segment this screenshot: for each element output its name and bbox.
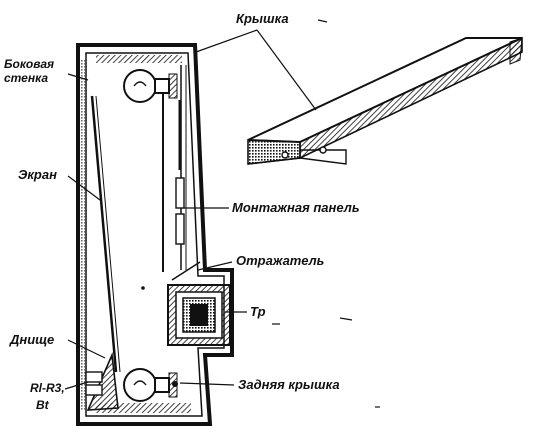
bottom-hatch <box>96 403 191 413</box>
lamp-bottom <box>123 368 178 402</box>
housing <box>76 43 234 426</box>
mounting-panel <box>162 65 187 272</box>
label-lid: Крышка <box>236 11 289 26</box>
label-screen: Экран <box>18 167 57 182</box>
lamp-top <box>123 69 178 103</box>
screen-panel <box>90 95 118 373</box>
transformer <box>167 284 231 346</box>
label-transformer: Тр <box>250 304 266 319</box>
side-wall-texture <box>80 60 85 410</box>
leader-lines <box>64 19 380 408</box>
housing-inner-wall <box>85 52 225 417</box>
lid <box>247 36 523 165</box>
reflector <box>171 261 201 281</box>
housing-outline <box>76 43 234 426</box>
back-cover-screw <box>172 381 178 387</box>
label-bottom: Днище <box>10 332 55 347</box>
label-rl-2: Bt <box>36 398 49 412</box>
top-hatch <box>96 55 182 63</box>
bottom-plate <box>85 351 119 411</box>
label-rl-1: Rl-R3, <box>30 381 65 395</box>
label-side-wall-1: Боковая <box>4 57 55 71</box>
label-reflector: Отражатель <box>236 253 325 268</box>
label-side-wall-2: стенка <box>4 71 49 85</box>
marker-dot <box>141 286 145 290</box>
label-mounting-panel: Монтажная панель <box>232 200 360 215</box>
label-back-cover: Задняя крышка <box>238 377 340 392</box>
